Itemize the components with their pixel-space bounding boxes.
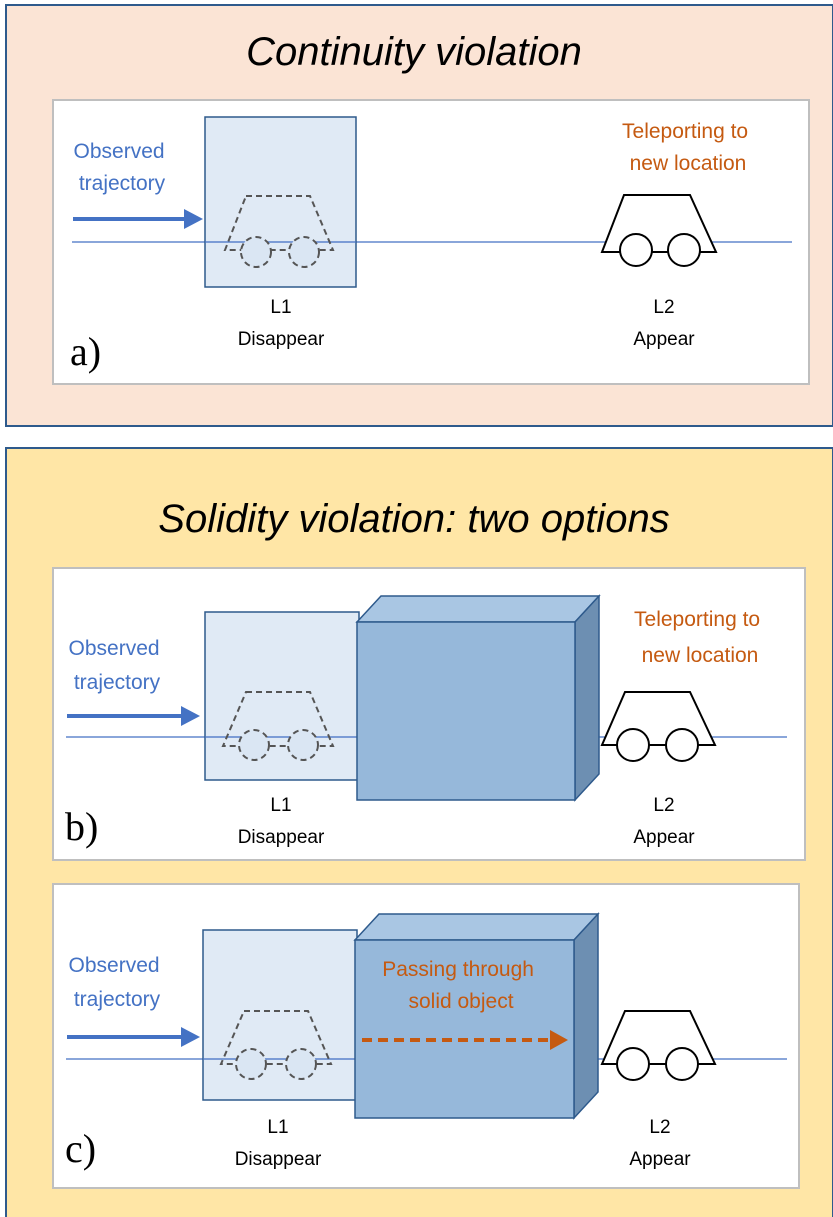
panel-letter: a) bbox=[70, 329, 101, 374]
l1-label: L1 bbox=[267, 1117, 288, 1138]
l1-label: L1 bbox=[270, 795, 291, 816]
l2-sub-label: Appear bbox=[633, 329, 695, 350]
observed-trajectory-label: Observed trajectory bbox=[74, 140, 171, 195]
panel-c: Passing through solid object Observed tr… bbox=[52, 883, 800, 1189]
passing-label: Passing through solid object bbox=[382, 958, 540, 1013]
l2-sub-label: Appear bbox=[633, 827, 695, 848]
occluder-l1 bbox=[204, 611, 360, 781]
occluder-l1 bbox=[204, 116, 357, 288]
car-icon bbox=[600, 194, 718, 267]
teleport-label: Teleporting to new location bbox=[622, 120, 754, 175]
l1-label: L1 bbox=[270, 297, 291, 318]
hidden-car-icon bbox=[223, 195, 335, 268]
passing-arrow-icon bbox=[362, 1030, 568, 1050]
section-solidity: Solidity violation: two options bbox=[5, 447, 833, 1217]
panel-letter: b) bbox=[65, 804, 98, 849]
solid-block bbox=[355, 594, 601, 802]
l1-sub-label: Disappear bbox=[235, 1149, 322, 1170]
observed-trajectory-label: Observed trajectory bbox=[69, 954, 166, 1011]
l2-label: L2 bbox=[649, 1117, 670, 1138]
car-icon bbox=[600, 1010, 717, 1081]
observed-trajectory-label: Observed trajectory bbox=[69, 637, 166, 694]
panel-letter: c) bbox=[65, 1126, 96, 1171]
l2-label: L2 bbox=[653, 297, 674, 318]
l1-sub-label: Disappear bbox=[238, 329, 325, 350]
occluder-l1 bbox=[202, 929, 358, 1101]
section-b-title: Solidity violation: two options bbox=[158, 497, 669, 541]
solid-block bbox=[353, 912, 600, 1120]
section-continuity: Continuity violation Observed trajectory bbox=[5, 4, 833, 427]
panel-b: Observed trajectory Teleporting to new l… bbox=[52, 567, 806, 861]
hidden-car-icon bbox=[219, 1010, 333, 1080]
observed-arrow-icon bbox=[67, 1027, 200, 1047]
panel-a: Observed trajectory Teleporting to new l… bbox=[52, 99, 810, 385]
section-a-title: Continuity violation bbox=[246, 30, 582, 74]
teleport-label: Teleporting to new location bbox=[634, 608, 766, 667]
l1-sub-label: Disappear bbox=[238, 827, 325, 848]
l2-label: L2 bbox=[653, 795, 674, 816]
l2-sub-label: Appear bbox=[629, 1149, 691, 1170]
car-icon bbox=[600, 691, 717, 762]
observed-arrow-icon bbox=[67, 706, 200, 726]
observed-arrow-icon bbox=[73, 209, 203, 229]
hidden-car-icon bbox=[221, 691, 335, 761]
